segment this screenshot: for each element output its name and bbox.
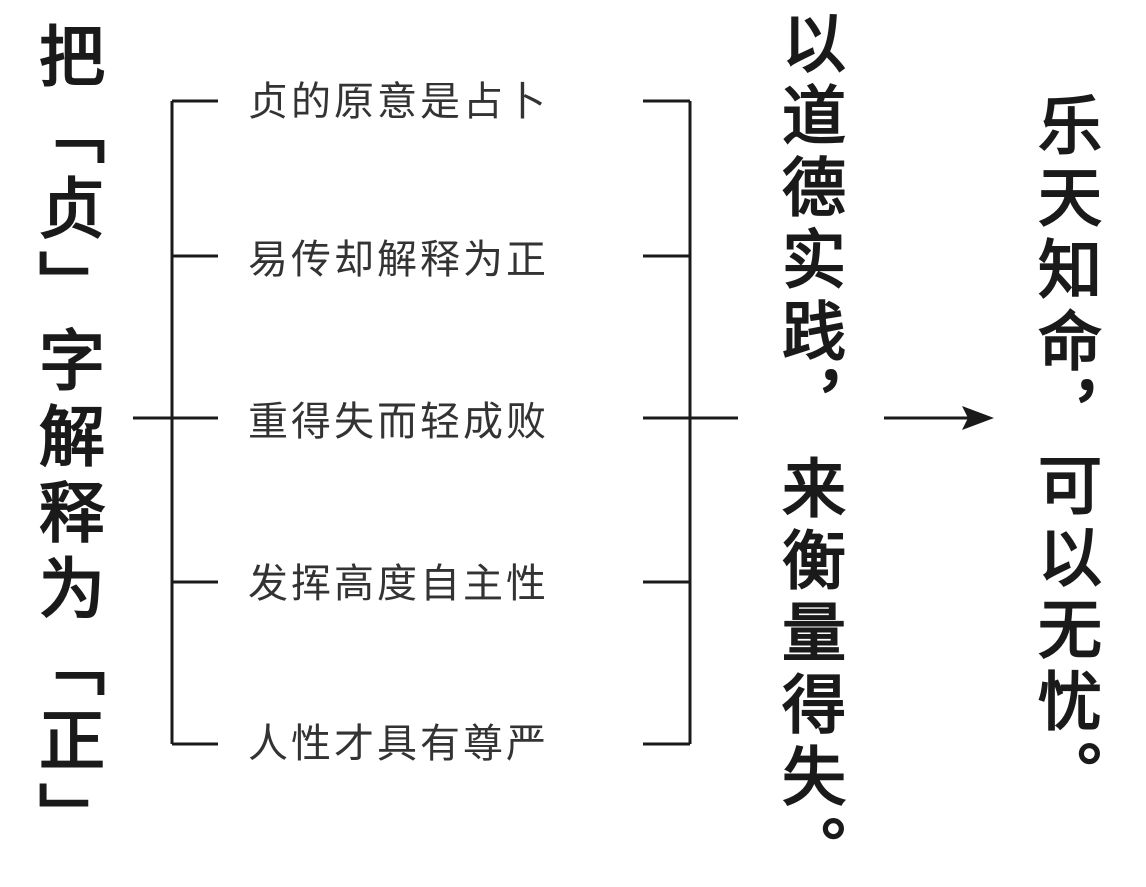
list-item: 重得失而轻成败 [248,399,549,445]
bracket-lines [133,99,994,746]
arrow-head-icon [962,406,994,430]
left-vertical-title: 把「贞」字解释为「正」 [28,22,106,858]
middle-vertical-title-2: 来衡量得失。 [771,455,846,887]
right-vertical-title-2: 可以无忧。 [1027,452,1102,812]
right-vertical-title-1: 乐天知命， [1027,92,1102,452]
list-item: 发挥高度自主性 [248,561,549,607]
middle-vertical-title-1: 以道德实践， [771,10,846,442]
list-item: 贞的原意是占卜 [248,79,549,125]
list-item: 易传却解释为正 [248,237,549,283]
list-item: 人性才具有尊严 [248,721,549,767]
